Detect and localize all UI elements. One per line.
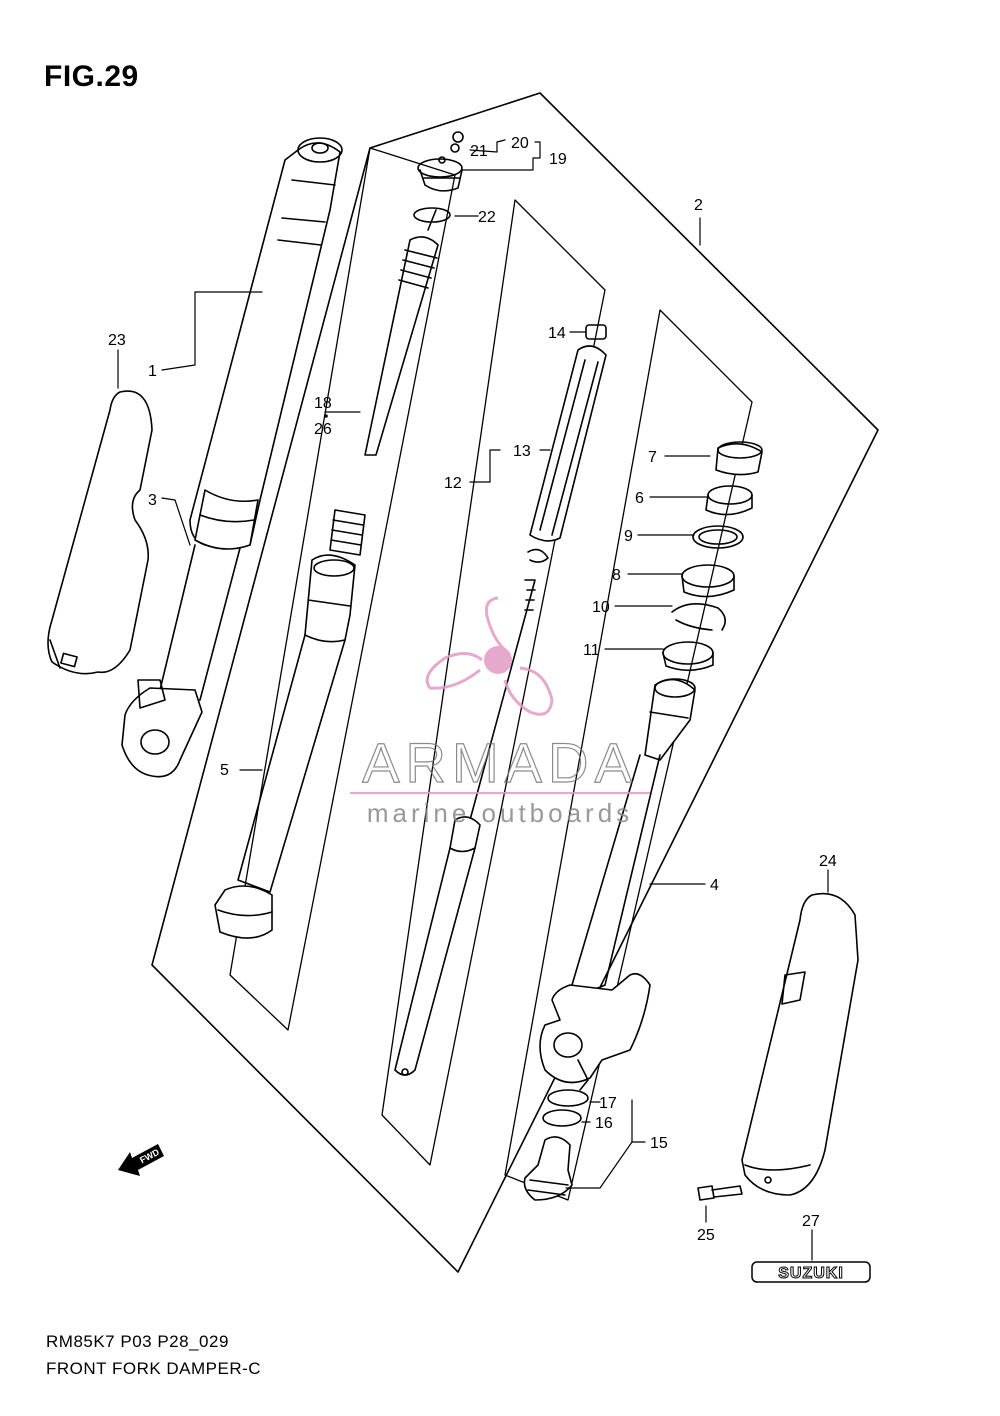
inner-parts-13: [527, 324, 607, 563]
callout-24: 24: [819, 853, 837, 870]
base-valve-15: [523, 1089, 589, 1201]
assembly-outline-12: [381, 199, 606, 1166]
suzuki-plate: SUZUKI: [751, 1261, 871, 1283]
assembly-outline-4: [504, 309, 753, 1201]
cartridge-12: [394, 579, 536, 1076]
outer-tube-left: [121, 137, 343, 778]
callout-4: 4: [710, 877, 719, 894]
callout-10: 10: [592, 599, 610, 616]
callout-14: 14: [548, 325, 566, 342]
callout-17: 17: [599, 1095, 617, 1112]
seal-stack: [662, 441, 763, 672]
callout-13: 13: [513, 443, 531, 460]
callout-1: 1: [148, 363, 157, 380]
callout-21: 21: [470, 143, 488, 160]
outer-tube-right: [539, 678, 696, 1091]
callout-27: 27: [802, 1213, 820, 1230]
callout-23: 23: [108, 332, 126, 349]
callout-7: 7: [648, 449, 657, 466]
callout-15: 15: [650, 1135, 668, 1152]
fork-guard-left: [47, 390, 153, 675]
callout-11: 11: [583, 642, 600, 659]
callout-19: 19: [549, 151, 567, 168]
figure-caption: FRONT FORK DAMPER-C: [46, 1359, 262, 1378]
assembly-outline-2: [151, 92, 879, 1273]
cap-bolt-assembly: [417, 131, 464, 192]
callout-25: 25: [697, 1227, 715, 1244]
figure-title: FIG.29: [44, 60, 139, 93]
inner-tube-5: [214, 509, 366, 939]
watermark-tagline: marine outboards: [367, 798, 633, 828]
callout-3: 3: [148, 492, 157, 509]
callout-2: 2: [694, 197, 703, 214]
callout-12: 12: [444, 475, 462, 492]
fork-guard-right: [741, 892, 859, 1196]
callout-16: 16: [595, 1115, 613, 1132]
watermark: ARMADA marine outboards: [350, 596, 650, 828]
callout-18: 18: [314, 395, 332, 412]
callout-8: 8: [612, 567, 621, 584]
suzuki-plate-label: SUZUKI: [778, 1265, 844, 1282]
watermark-name: ARMADA: [362, 731, 638, 794]
callouts: 1 2 3 4 5 6 7 8 9 10 11 12 13 14 15 16 1…: [108, 135, 837, 1244]
callout-5: 5: [220, 762, 229, 779]
fwd-arrow: FWD: [118, 1144, 164, 1176]
model-code: RM85K7 P03 P28_029: [46, 1332, 229, 1351]
callout-20: 20: [511, 135, 529, 152]
damper-rod-18: [364, 209, 439, 456]
callout-6: 6: [635, 490, 644, 507]
assembly-outline-inner-5: [229, 147, 456, 1031]
callout-26: 26: [314, 421, 332, 438]
watermark-logo-icon: [425, 596, 554, 716]
callout-22: 22: [478, 209, 496, 226]
callout-9: 9: [624, 528, 633, 545]
bolt-25: [697, 1185, 743, 1201]
